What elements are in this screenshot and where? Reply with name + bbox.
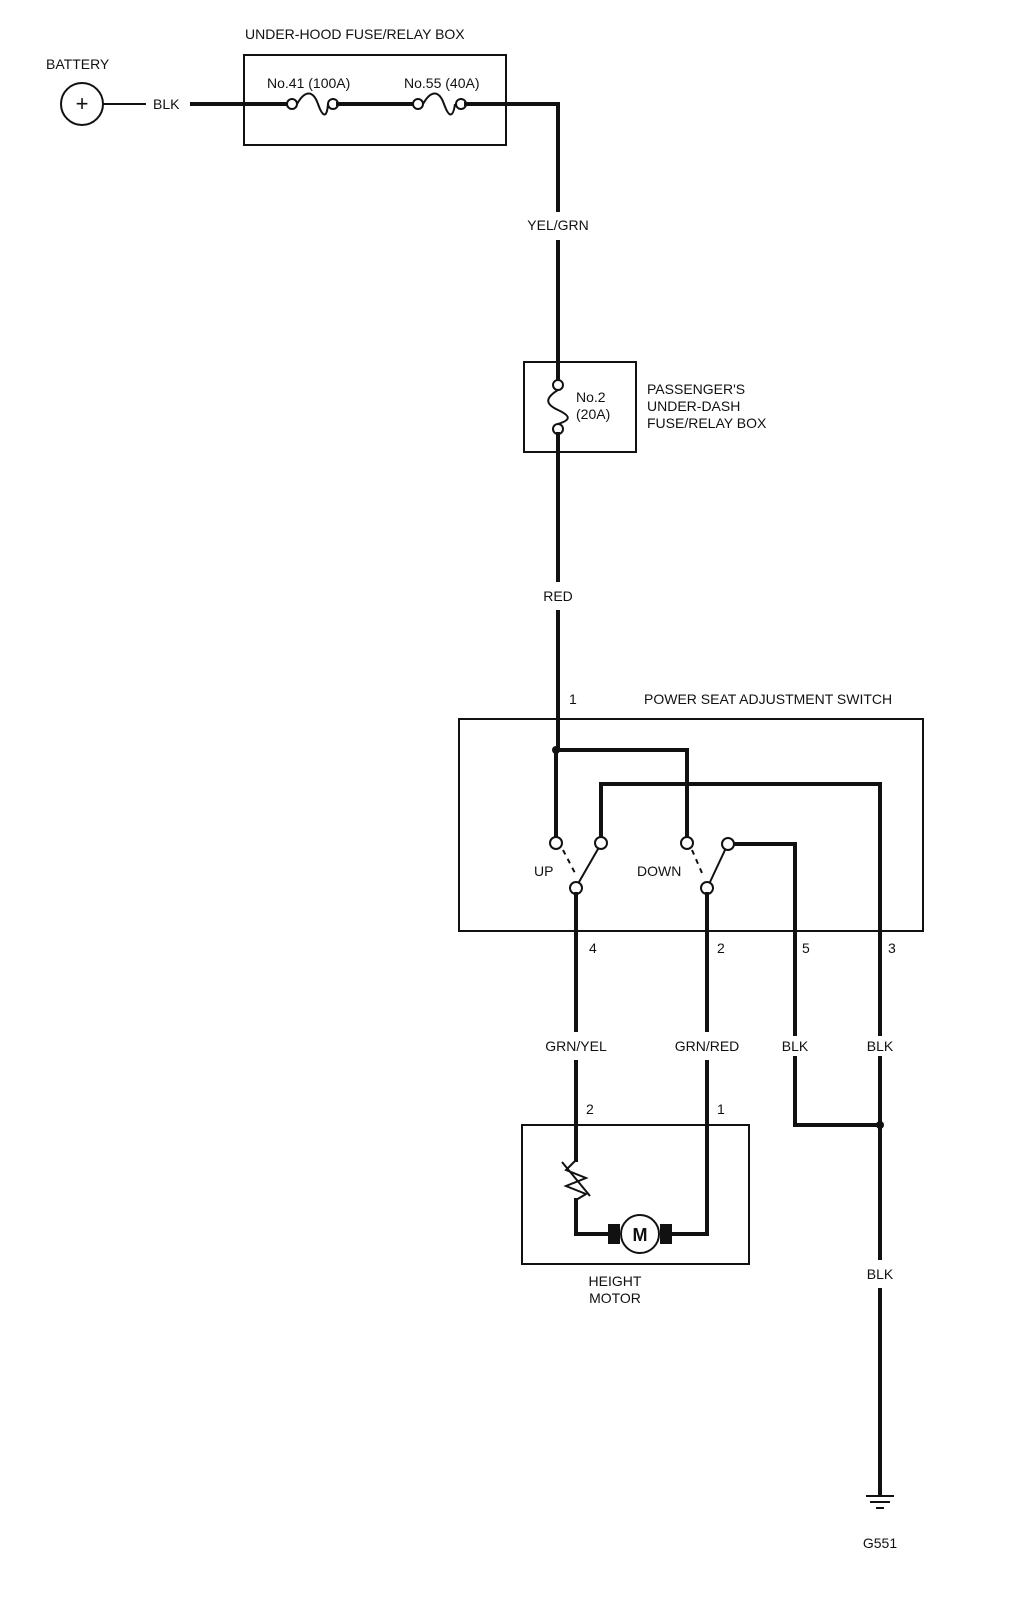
motor-label-line2: MOTOR bbox=[589, 1290, 641, 1306]
fuse55-element-icon bbox=[422, 92, 456, 116]
fuse2-element-icon bbox=[547, 389, 569, 425]
underhood-fuse-box bbox=[243, 54, 507, 146]
fuse-no55-label: No.55 (40A) bbox=[404, 75, 479, 91]
down-switch-link bbox=[691, 849, 703, 874]
underdash-fuse-box bbox=[523, 361, 637, 453]
switch-pin-5-label: 5 bbox=[802, 940, 810, 956]
motor-brush-left bbox=[608, 1224, 620, 1244]
switch-pin-3-label: 3 bbox=[888, 940, 896, 956]
underhood-box-title: UNDER-HOOD FUSE/RELAY BOX bbox=[245, 26, 465, 42]
height-motor-box bbox=[521, 1124, 750, 1265]
down-switch-blade bbox=[709, 849, 726, 883]
down-label: DOWN bbox=[637, 863, 681, 879]
wire-label-grn-yel: GRN/YEL bbox=[545, 1038, 607, 1054]
ground-label: G551 bbox=[863, 1535, 897, 1551]
motor-pin-1-label: 1 bbox=[717, 1101, 725, 1117]
fuse2-number-label: No.2 bbox=[576, 389, 606, 405]
wire-motor-to-pin1 bbox=[670, 1226, 709, 1236]
fuse2-rating-label: (20A) bbox=[576, 406, 610, 422]
switch-pin-2-label: 2 bbox=[717, 940, 725, 956]
underdash-box-title-line3: FUSE/RELAY BOX bbox=[647, 415, 767, 431]
wire-label-battery-blk: BLK bbox=[153, 96, 180, 112]
up-label: UP bbox=[534, 863, 553, 879]
wire-label-yel-grn: YEL/GRN bbox=[527, 217, 588, 233]
ptc-thermistor-slash bbox=[561, 1161, 591, 1197]
battery-label: BATTERY bbox=[46, 56, 110, 72]
switch-title: POWER SEAT ADJUSTMENT SWITCH bbox=[644, 691, 892, 707]
underdash-box-title-line1: PASSENGER'S bbox=[647, 381, 745, 397]
underdash-box-title-line2: UNDER-DASH bbox=[647, 398, 740, 414]
motor-symbol: M bbox=[633, 1225, 648, 1245]
power-seat-switch-box bbox=[458, 718, 924, 932]
motor-icon bbox=[620, 1214, 660, 1254]
label-bg-pin3 bbox=[860, 1036, 900, 1056]
fuse41-element-icon bbox=[296, 92, 329, 116]
label-bg-pin5 bbox=[775, 1036, 815, 1056]
fuse41-terminal-left bbox=[286, 98, 298, 110]
motor-pin-2-label: 2 bbox=[586, 1101, 594, 1117]
battery-plus-symbol: + bbox=[76, 91, 89, 116]
up-switch-blade bbox=[578, 848, 599, 883]
wire-label-ground-blk: BLK bbox=[867, 1266, 894, 1282]
wire-label-pin5-blk: BLK bbox=[782, 1038, 809, 1054]
fuse-no41-label: No.41 (100A) bbox=[267, 75, 350, 91]
wire-ground-bus-pin3 bbox=[599, 782, 882, 1127]
fuse2-terminal-top bbox=[552, 379, 564, 391]
wire-label-grn-red: GRN/RED bbox=[675, 1038, 740, 1054]
switch-pin-4-label: 4 bbox=[589, 940, 597, 956]
up-contact-ground bbox=[594, 836, 608, 850]
wire-feed-to-down-contact bbox=[554, 748, 689, 840]
motor-brush-right bbox=[660, 1224, 672, 1244]
wire-label-red: RED bbox=[543, 588, 573, 604]
wire-label-pin3-blk: BLK bbox=[867, 1038, 894, 1054]
switch-pin-1-label: 1 bbox=[569, 691, 577, 707]
wire-ground-pin5 bbox=[732, 842, 882, 1127]
up-switch-link bbox=[562, 849, 576, 874]
motor-label-line1: HEIGHT bbox=[589, 1273, 642, 1289]
up-contact-feed bbox=[549, 836, 563, 850]
fuse55-terminal-left bbox=[412, 98, 424, 110]
down-contact-feed bbox=[680, 836, 694, 850]
wire-ptc-to-motor bbox=[574, 1198, 618, 1236]
ground-icon bbox=[866, 1495, 894, 1509]
down-contact-ground bbox=[721, 837, 735, 851]
